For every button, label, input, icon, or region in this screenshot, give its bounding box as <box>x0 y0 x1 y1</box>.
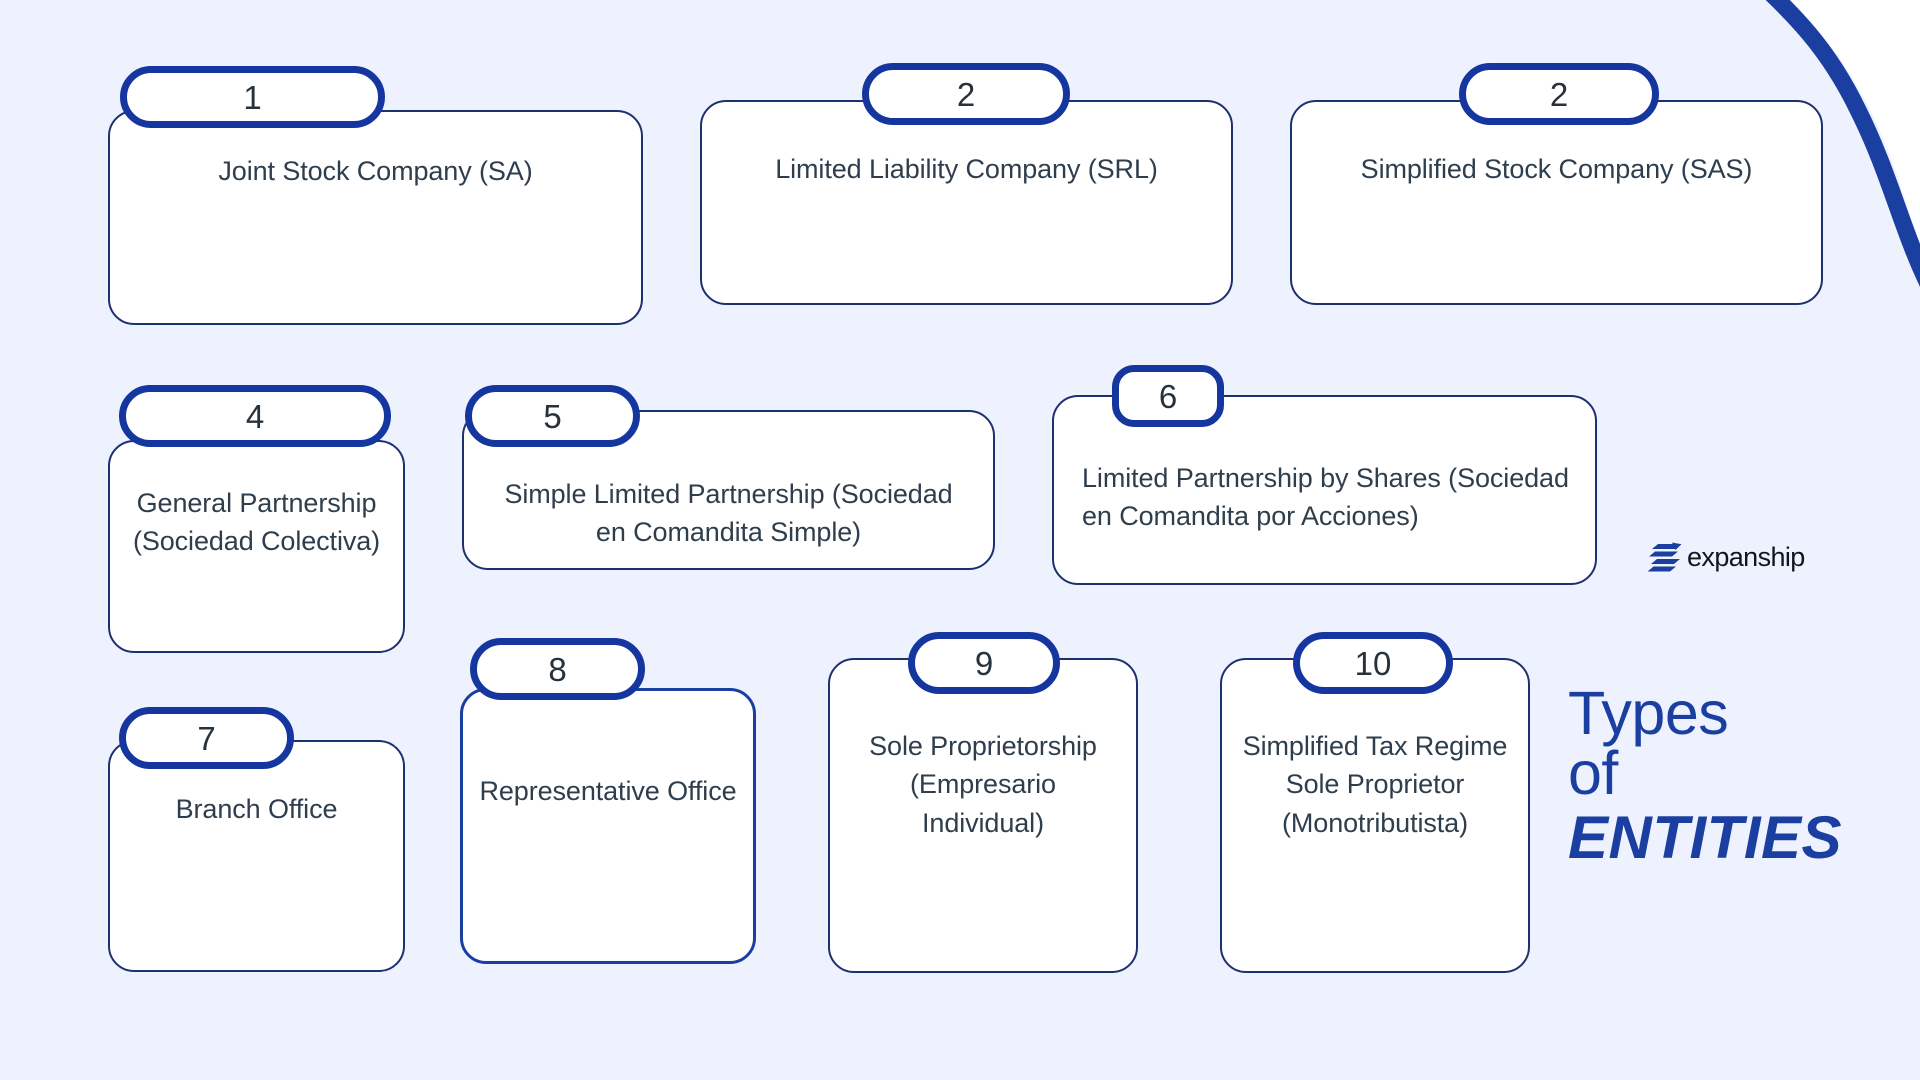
entity-card-label: Simplified Tax Regime Sole Proprietor (M… <box>1242 731 1508 838</box>
headline-line-2: of <box>1568 739 1618 808</box>
entity-card-10[interactable]: Simplified Tax Regime Sole Proprietor (M… <box>1220 658 1530 973</box>
expanship-logo: expanship <box>1648 542 1805 572</box>
badge-number: 6 <box>1158 377 1178 415</box>
entity-card-8[interactable]: Representative Office <box>460 688 756 964</box>
entity-card-badge-8: 8 <box>470 638 645 700</box>
entity-card-label: Limited Liability Company (SRL) <box>775 154 1158 184</box>
expanship-wordmark: expanship <box>1687 541 1805 572</box>
entity-card-badge-1: 1 <box>120 66 385 128</box>
entity-card-badge-5: 5 <box>465 385 640 447</box>
entity-card-5[interactable]: Simple Limited Partnership (Sociedad en … <box>462 410 995 570</box>
entity-card-label: Simplified Stock Company (SAS) <box>1360 154 1753 184</box>
badge-number: 4 <box>245 397 265 435</box>
badge-number: 10 <box>1354 644 1392 682</box>
headline-types-of-entities: Types of ENTITIES <box>1568 679 1908 871</box>
badge-number: 2 <box>1549 75 1569 113</box>
entity-card-label: Sole Proprietorship (Empresario Individu… <box>869 731 1097 838</box>
entity-card-badge-2: 2 <box>862 63 1070 125</box>
entity-card-7[interactable]: Branch Office <box>108 740 405 972</box>
badge-number: 8 <box>548 650 567 688</box>
entity-card-label: General Partnership (Sociedad Colectiva) <box>132 488 381 557</box>
badge-number: 1 <box>243 78 262 116</box>
entity-card-4[interactable]: General Partnership (Sociedad Colectiva) <box>108 440 405 653</box>
badge-number: 9 <box>974 644 994 682</box>
entity-card-badge-3: 2 <box>1459 63 1659 125</box>
headline-line-1: Types <box>1568 679 1729 747</box>
entity-card-label: Simple Limited Partnership (Sociedad en … <box>504 479 953 548</box>
badge-number: 7 <box>197 719 216 757</box>
entity-card-label: Limited Partnership by Shares (Sociedad … <box>1082 463 1569 532</box>
entity-card-label: Branch Office <box>175 794 338 824</box>
entity-card-badge-10: 10 <box>1293 632 1453 694</box>
entity-card-badge-6: 6 <box>1112 365 1224 427</box>
badge-number: 2 <box>956 75 976 113</box>
entity-card-2[interactable]: Limited Liability Company (SRL) <box>700 100 1233 305</box>
expanship-mark-icon <box>1648 542 1682 572</box>
entity-card-badge-4: 4 <box>119 385 391 447</box>
entity-card-badge-7: 7 <box>119 707 294 769</box>
entity-card-3[interactable]: Simplified Stock Company (SAS) <box>1290 100 1823 305</box>
entity-card-badge-9: 9 <box>908 632 1060 694</box>
entity-card-label: Joint Stock Company (SA) <box>218 156 533 186</box>
entity-card-9[interactable]: Sole Proprietorship (Empresario Individu… <box>828 658 1138 973</box>
entity-card-1[interactable]: Joint Stock Company (SA) <box>108 110 643 325</box>
headline-line-3: ENTITIES <box>1568 803 1843 871</box>
badge-number: 5 <box>543 397 562 435</box>
entity-card-label: Representative Office <box>479 776 737 806</box>
